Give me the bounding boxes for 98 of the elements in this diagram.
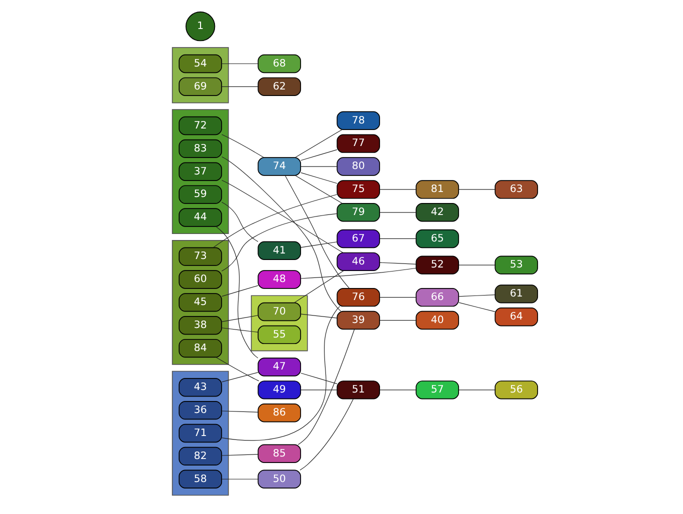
connector <box>458 189 495 190</box>
connector <box>221 372 258 382</box>
cluster <box>171 240 228 365</box>
node-box: 60 <box>178 270 222 289</box>
node-box: 86 <box>257 404 301 422</box>
cluster <box>250 295 308 352</box>
node-box: 47 <box>257 358 301 376</box>
node-box: 75 <box>336 180 380 199</box>
connector <box>299 398 354 470</box>
connector <box>300 372 337 384</box>
connector <box>221 134 264 158</box>
node-box: 52 <box>415 256 459 274</box>
connector <box>215 356 259 382</box>
connector <box>215 226 258 358</box>
cluster <box>171 370 228 496</box>
node-box: 81 <box>415 180 459 199</box>
connector <box>212 194 337 248</box>
node-box: 61 <box>494 284 538 304</box>
node-box: 39 <box>336 310 380 330</box>
node-box: 37 <box>178 162 222 181</box>
connector <box>221 86 258 87</box>
node-box: 36 <box>178 400 222 420</box>
node-box: 70 <box>257 302 301 322</box>
connector <box>300 149 337 161</box>
node-box: 62 <box>257 77 301 96</box>
node-box: 48 <box>257 270 301 289</box>
connector <box>221 315 258 322</box>
connector <box>221 328 258 333</box>
connector <box>294 175 342 204</box>
node-box: 76 <box>336 288 380 307</box>
node-box: 64 <box>494 308 538 326</box>
node-box: 55 <box>257 325 301 344</box>
connector <box>300 314 337 318</box>
connector <box>221 454 258 456</box>
node-box: 78 <box>336 111 380 130</box>
connector <box>220 202 258 242</box>
connector <box>300 166 337 167</box>
connector <box>221 180 343 253</box>
node-box: 72 <box>178 116 222 136</box>
node-box: 50 <box>257 470 301 488</box>
node-box: 67 <box>336 229 380 248</box>
connector <box>379 238 416 240</box>
label: 1 <box>196 20 204 32</box>
node-box: 65 <box>415 229 459 248</box>
node-box: 73 <box>178 247 222 266</box>
node-box: 68 <box>257 54 301 74</box>
connector <box>221 306 340 441</box>
connector <box>221 285 258 297</box>
node-box: 51 <box>336 380 380 400</box>
node-box: 40 <box>415 310 459 330</box>
connector <box>297 329 354 445</box>
node-box: 46 <box>336 252 380 271</box>
connector <box>379 212 416 213</box>
node-box: 45 <box>178 293 222 312</box>
connector <box>221 478 258 480</box>
node-box: 66 <box>415 288 459 307</box>
node-box: 53 <box>494 256 538 274</box>
node-box: 74 <box>257 157 301 176</box>
node-box: 77 <box>336 134 380 153</box>
node-box: 59 <box>178 185 222 204</box>
connector <box>300 268 416 279</box>
node-box: 71 <box>178 424 222 443</box>
node-box: 44 <box>178 208 222 227</box>
node-box: 57 <box>415 380 459 400</box>
connector <box>379 297 416 298</box>
connector <box>294 129 342 158</box>
node-box: 56 <box>494 380 538 400</box>
connector <box>458 264 495 266</box>
connector <box>458 294 495 297</box>
node-box: 69 <box>178 77 222 96</box>
connector <box>221 410 258 412</box>
connector <box>379 189 416 190</box>
node-box: 58 <box>178 470 222 488</box>
node-box: 41 <box>257 241 301 260</box>
node-box: 84 <box>178 338 222 358</box>
node-box: 43 <box>178 378 222 397</box>
node-box: 85 <box>257 444 301 463</box>
connector <box>458 302 495 312</box>
connector <box>284 175 350 289</box>
node-box: 79 <box>336 203 380 222</box>
connector <box>300 172 337 184</box>
node-box: 83 <box>178 139 222 158</box>
node-box: 54 <box>178 54 222 74</box>
cluster <box>171 47 228 104</box>
node-box: 38 <box>178 316 222 335</box>
connector <box>293 270 344 304</box>
cluster <box>171 109 228 234</box>
connector <box>220 213 337 272</box>
connector <box>379 320 416 321</box>
node-box: 80 <box>336 157 380 176</box>
connector <box>379 262 416 264</box>
connector <box>300 242 337 248</box>
connector <box>221 156 341 312</box>
node-box: 42 <box>415 203 459 222</box>
node-box: 82 <box>178 446 222 466</box>
node-box: 63 <box>494 180 538 199</box>
node-box: 49 <box>257 380 301 400</box>
connector <box>221 63 258 64</box>
